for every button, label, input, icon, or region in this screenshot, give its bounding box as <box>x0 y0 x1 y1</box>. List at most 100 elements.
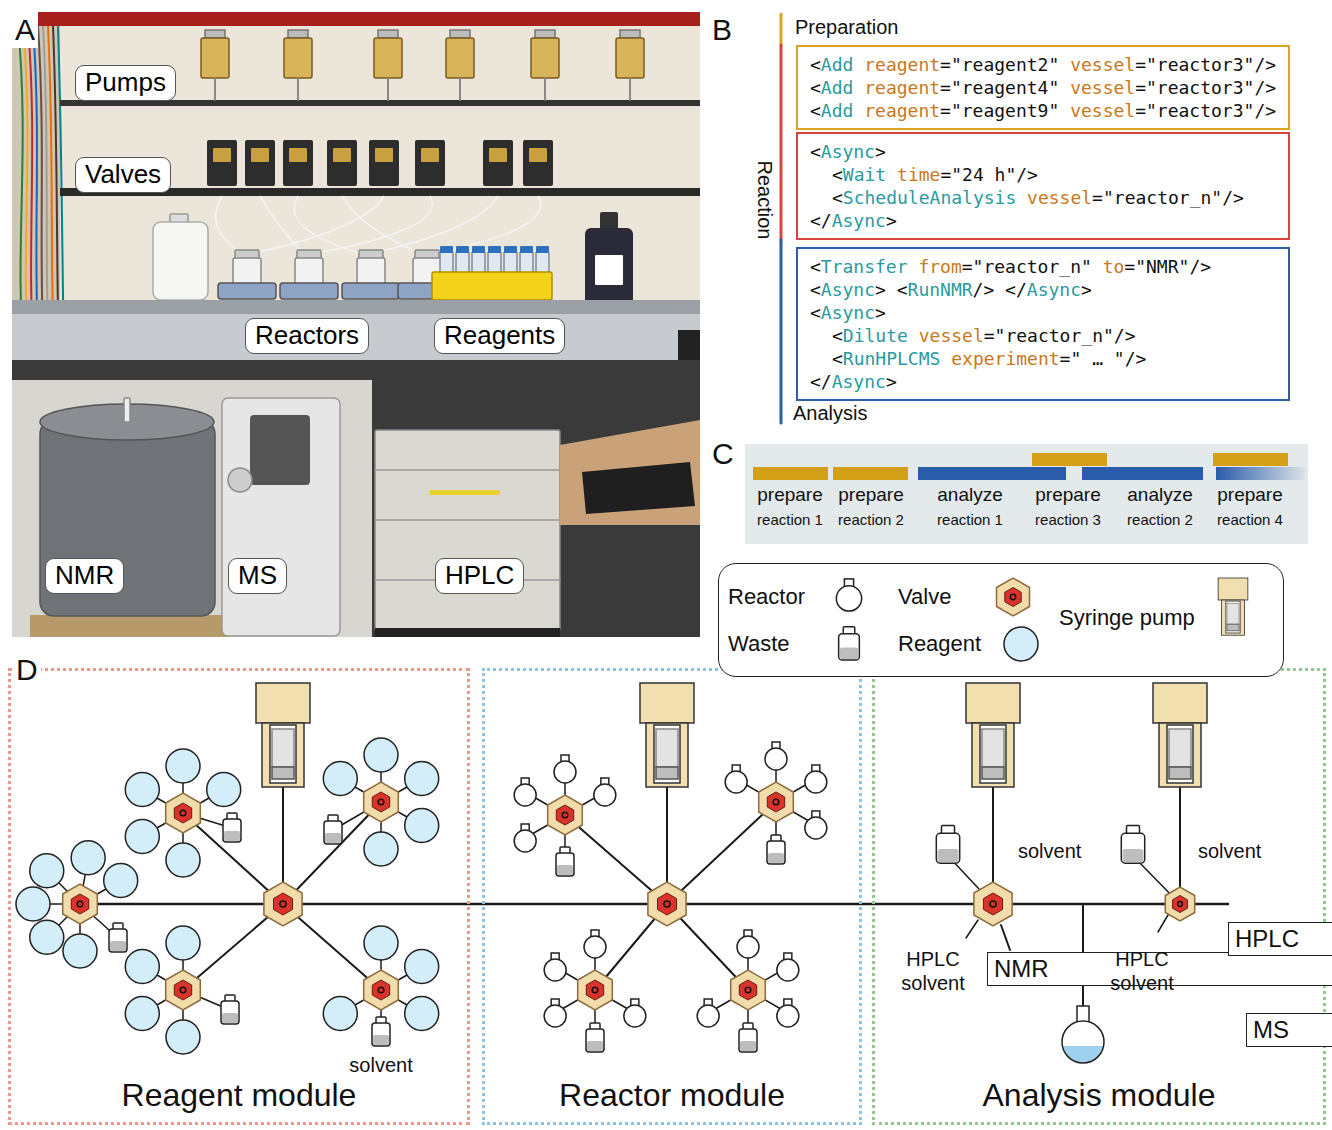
pump-mount <box>459 78 461 100</box>
valve-symbol <box>548 795 583 835</box>
tubing <box>425 196 541 255</box>
valve-plate <box>289 148 307 162</box>
reactor-flask <box>594 784 616 806</box>
code-line: <Add reagent="reagent4" vessel="reactor3… <box>810 76 1278 99</box>
valve-core <box>1173 896 1188 913</box>
syringe-barrel <box>980 725 1006 783</box>
keyboard <box>582 462 695 514</box>
photo-valve <box>483 140 513 186</box>
waste-liquid <box>325 833 341 843</box>
attribute-name: from <box>918 256 961 277</box>
solvent-bottle <box>585 228 633 306</box>
code-block: <Async><Wait time="24 h"/><ScheduleAnaly… <box>796 132 1290 240</box>
photo-pump <box>284 38 312 78</box>
valve-symbol <box>264 882 302 926</box>
hplc-instrument <box>375 430 560 630</box>
ms-window <box>250 415 310 485</box>
reagent-vial <box>472 252 485 274</box>
panel-letter: D <box>13 652 41 688</box>
reactor-flask <box>514 830 536 852</box>
code-line: <Add reagent="reagent2" vessel="reactor3… <box>810 53 1278 76</box>
hplc-strip <box>430 490 500 495</box>
stage-label: Reaction <box>753 161 777 240</box>
photo-valve <box>415 140 445 186</box>
reagent-symbol <box>166 749 200 783</box>
waste-bottle <box>372 1023 390 1046</box>
step-sublabel: reaction 2 <box>1127 511 1193 529</box>
prepare-bar <box>753 467 828 480</box>
port-label: solvent <box>1018 839 1081 863</box>
photo-callout: Reagents <box>434 318 565 354</box>
waste-bottle <box>109 929 127 952</box>
waste-liquid <box>1123 849 1144 862</box>
attribute-name: vessel <box>919 325 984 346</box>
reagent-symbol <box>125 773 159 807</box>
bottle-label <box>595 255 623 285</box>
waste-liquid <box>557 865 573 875</box>
reagent-symbol <box>207 773 241 807</box>
valve-symbol <box>648 882 686 926</box>
valve-core <box>658 893 677 915</box>
reactor-flask <box>697 1005 719 1027</box>
valve-symbol <box>997 578 1030 616</box>
valve-port <box>592 987 598 993</box>
tag-name: RunNMR <box>908 279 973 300</box>
pump-body <box>1159 723 1201 787</box>
node-label: HPLC <box>445 559 514 593</box>
step-sublabel: reaction 2 <box>838 511 904 529</box>
valve-port <box>773 799 779 805</box>
pump-motor <box>1153 683 1207 723</box>
step-label: prepare <box>838 484 904 507</box>
code-line: </Async> <box>810 370 1278 393</box>
reactor-flask <box>777 959 799 981</box>
waste-bottle <box>556 853 574 876</box>
pump-mount <box>544 78 546 100</box>
reagent-symbol <box>30 920 64 954</box>
port-label: HPLC solvent <box>893 947 973 995</box>
photo-valve <box>523 140 553 186</box>
valve-core <box>1005 588 1021 607</box>
reagent-symbol <box>323 997 357 1031</box>
photo-valve <box>207 140 237 186</box>
module-title: Reactor module <box>485 1077 859 1114</box>
reagent-symbol <box>30 854 64 888</box>
nmr-stand <box>30 615 230 637</box>
pump-cap <box>450 30 470 38</box>
valve-core <box>556 805 573 825</box>
reagent-cap <box>536 246 549 253</box>
lower-cabinet <box>12 360 700 637</box>
reactor-flask <box>554 761 576 783</box>
module-title: Reagent module <box>11 1077 467 1114</box>
reactor-flask <box>805 771 827 793</box>
reagent-vial <box>504 252 517 274</box>
reactor-flask <box>777 1005 799 1027</box>
valve-core <box>174 803 191 823</box>
valve-symbol <box>63 884 98 924</box>
code-line: <Add reagent="reagent9" vessel="reactor3… <box>810 99 1278 122</box>
photo-callout: MS <box>228 558 287 594</box>
photo-background <box>12 12 700 637</box>
photo-callout: Pumps <box>75 65 176 101</box>
waste-liquid <box>768 853 784 863</box>
step-label: prepare <box>1035 484 1101 507</box>
tubing <box>305 196 432 255</box>
reactor-flask <box>584 936 606 958</box>
reagent-symbol <box>71 841 105 875</box>
syringe-barrel <box>1167 725 1193 783</box>
step-label: prepare <box>1217 484 1283 507</box>
valve-symbol <box>731 970 766 1010</box>
reactor-flask <box>836 586 861 611</box>
prepare-bar <box>1032 453 1107 466</box>
tag-name: Async <box>821 279 875 300</box>
pump-cap <box>378 30 398 38</box>
port-label: solvent <box>349 1053 412 1077</box>
pump-rail <box>60 100 700 106</box>
pump-cap <box>535 30 555 38</box>
syringe-plunger <box>656 729 678 767</box>
tag-name: ScheduleAnalysis <box>843 187 1016 208</box>
reactor-vial <box>233 258 261 284</box>
syringe-plunger <box>1227 603 1239 624</box>
reagent-cap <box>504 246 517 253</box>
waste-liquid <box>840 647 858 659</box>
